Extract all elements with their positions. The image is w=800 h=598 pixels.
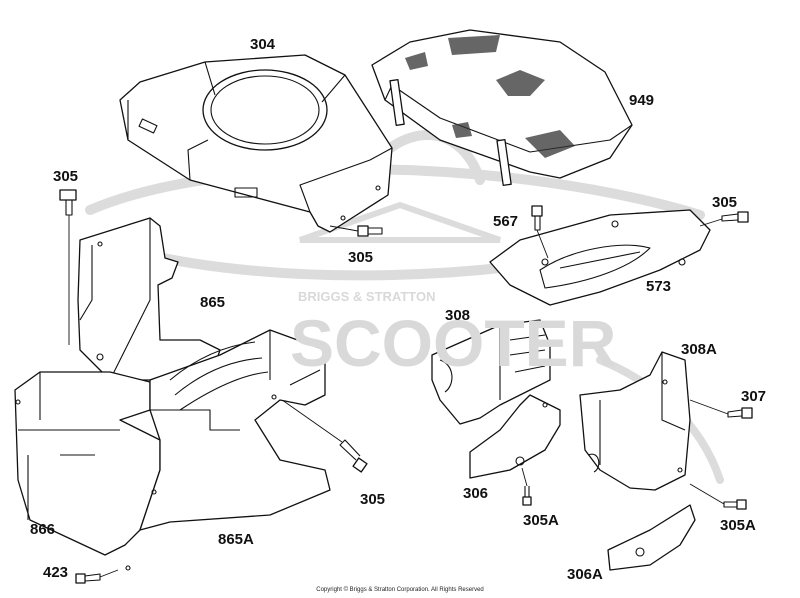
watermark-site: SCOOTER bbox=[290, 306, 617, 380]
label-306: 306 bbox=[463, 485, 489, 502]
label-949: 949 bbox=[629, 92, 655, 109]
screw-305-center bbox=[329, 225, 383, 237]
label-305-left: 305 bbox=[53, 168, 79, 185]
label-865: 865 bbox=[200, 294, 226, 311]
part-cylinder-shield-308 bbox=[431, 319, 551, 425]
screw-305-right bbox=[699, 211, 749, 227]
label-305-center: 305 bbox=[348, 249, 374, 266]
label-308: 308 bbox=[445, 307, 471, 324]
label-305A-right: 305A bbox=[720, 517, 756, 534]
watermark-brand: BRIGGS & STRATTON bbox=[298, 289, 436, 304]
screw-307 bbox=[689, 399, 753, 419]
part-shroud-866 bbox=[14, 371, 161, 571]
screw-567 bbox=[531, 205, 549, 259]
label-306A: 306A bbox=[567, 566, 603, 583]
part-screen-cover-949 bbox=[371, 29, 633, 186]
label-305A-left: 305A bbox=[523, 512, 559, 529]
label-423: 423 bbox=[43, 564, 69, 581]
label-573: 573 bbox=[646, 278, 672, 295]
screw-305A-right bbox=[689, 483, 747, 510]
screw-305A-left bbox=[521, 467, 532, 506]
part-shroud-865A bbox=[139, 329, 331, 531]
screw-305-lower bbox=[274, 394, 368, 473]
label-865A: 865A bbox=[218, 531, 254, 548]
part-shroud-865 bbox=[77, 217, 221, 381]
label-866: 866 bbox=[30, 521, 56, 538]
label-567: 567 bbox=[493, 213, 519, 230]
label-307: 307 bbox=[741, 388, 767, 405]
label-308A: 308A bbox=[681, 341, 717, 358]
part-blower-housing-304 bbox=[119, 54, 393, 233]
part-shield-306 bbox=[469, 394, 561, 479]
screw-305-left bbox=[59, 189, 77, 345]
label-305-lower: 305 bbox=[360, 491, 386, 508]
part-shield-306A bbox=[607, 504, 696, 571]
screw-423 bbox=[75, 569, 119, 584]
part-baffle-573 bbox=[489, 209, 711, 306]
label-305-right: 305 bbox=[712, 194, 738, 211]
label-304: 304 bbox=[250, 36, 276, 53]
copyright-notice: Copyright © Briggs & Stratton Corporatio… bbox=[316, 587, 484, 593]
part-cylinder-shield-308A bbox=[579, 351, 691, 491]
